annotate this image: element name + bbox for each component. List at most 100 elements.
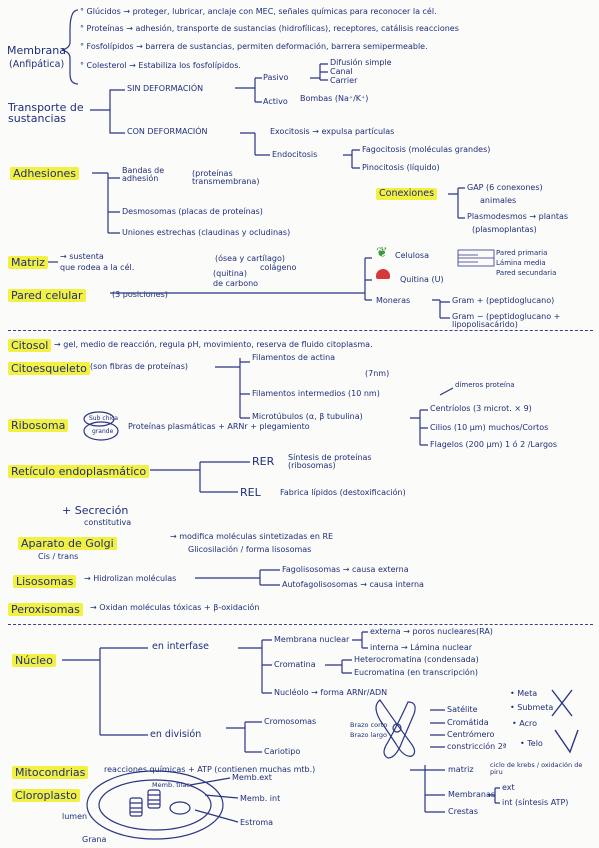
en-interfase: en interfase (152, 641, 209, 652)
gram-pos: Gram + (peptidoglucano) (452, 296, 555, 305)
difusion-simple: Difusión simple (330, 58, 392, 67)
pared-title: Pared celular (8, 289, 86, 302)
memb-tilac: Memb. tilac (152, 781, 190, 789)
cloroplasto-title: Cloroplasto (12, 789, 81, 802)
intermedios-note: dímeros proteína (455, 381, 515, 389)
gram-neg: Gram − (peptidoglucano + lipopolisacárid… (452, 312, 561, 329)
eucromatina: Eucromatina (en transcripción) (354, 668, 479, 677)
pared-primaria: Pared primaria (496, 249, 548, 257)
citosol-desc: → gel, medio de reacción, regula pH, mov… (54, 340, 373, 349)
carrier: Carrier (330, 76, 358, 85)
gap: GAP (6 conexones) (467, 183, 543, 192)
nucleolo: Nucléolo → forma ARNr/ADN (274, 688, 388, 697)
rel: REL (240, 486, 261, 499)
fagolisosomas: Fagolisosomas → causa externa (282, 565, 409, 574)
secrecion: + Secreción (62, 504, 129, 517)
lumen: lumen (62, 812, 88, 821)
mushroom-icon (376, 269, 390, 279)
conexiones: Conexiones (376, 188, 438, 200)
meta: • Meta (510, 689, 538, 698)
grana: Grana (82, 835, 107, 844)
matriz-note: (quitina) (213, 269, 247, 278)
activo: Activo (263, 97, 288, 106)
ribosoma-title: Ribosoma (8, 419, 69, 432)
fagocitosis: Fagocitosis (moléculas grandes) (362, 145, 491, 154)
mem-interna: interna → Lámina nuclear (370, 643, 473, 652)
mem-externa: externa → poros nucleares(RA) (370, 627, 493, 636)
canal: Canal (330, 67, 353, 76)
citoesqueleto-note: (son fibras de proteínas) (90, 362, 188, 371)
autofagolisosomas: Autofagolisosomas → causa interna (282, 580, 424, 589)
heterocromatina: Heterocromatina (condensada) (354, 655, 479, 664)
divider (8, 330, 593, 331)
divider (8, 624, 593, 625)
celulosa: Celulosa (395, 251, 429, 260)
pared-note: (3 posiciones) (112, 290, 168, 299)
bandas: Bandas de adhesión (122, 166, 165, 183)
sin-deformacion: SIN DEFORMACIÓN (127, 84, 204, 93)
con-deformacion: CON DEFORMACIÓN (127, 127, 208, 136)
flagelos: Flagelos (200 µm) 1 ó 2 /Largos (430, 440, 558, 449)
satelite: Satélite (447, 705, 478, 714)
bandas-note: (proteínas transmembrana) (192, 169, 260, 186)
mito-membranas: Membranas (448, 790, 496, 799)
ribosome-drawing (83, 411, 119, 441)
constriccion: constricción 2ª (447, 742, 507, 751)
citoesqueleto-title: Citoesqueleto (8, 362, 90, 375)
matriz-desc: que rodea a la cél. (60, 263, 135, 272)
filamentos-intermedios: Filamentos intermedios (10 nm) (252, 389, 380, 398)
lamina-media: Lámina media (496, 259, 546, 267)
lisosomas-desc: → Hidrolizan moléculas (84, 574, 177, 583)
membrana-item: ° Proteínas → adhesión, transporte de su… (80, 24, 459, 33)
quitina: Quitina (U) (400, 275, 444, 284)
cariotipo: Cariotipo (264, 747, 301, 756)
gap-note: animales (480, 196, 517, 205)
cilios: Cilios (10 µm) muchos/Cortos (430, 423, 549, 432)
endocitosis: Endocitosis (272, 150, 318, 159)
mito-crestas: Crestas (448, 807, 478, 816)
mito-int: int (síntesis ATP) (502, 798, 569, 807)
brazo-largo: Brazo largo (350, 731, 388, 739)
chloroplast-drawing (86, 770, 224, 840)
golgi-sub: Cis / trans (38, 552, 79, 561)
actina: Filamentos de actina (252, 353, 336, 362)
microtubulos: Microtúbulos (α, β tubulina) (252, 412, 363, 421)
desmosomas: Desmosomas (placas de proteínas) (122, 207, 263, 216)
plasmodesmos: Plasmodesmos → plantas (467, 212, 569, 221)
mitocondrias-desc: reacciones químicas + ATP (contienen muc… (104, 765, 316, 774)
ribosoma-desc: Proteínas plasmáticas + ARNr + plegamien… (128, 422, 310, 431)
membrana-nuclear: Membrana nuclear (274, 635, 350, 644)
telo: • Telo (520, 739, 543, 748)
membrana-subtitle: (Anfipática) (9, 59, 65, 70)
secrecion-sub: constitutiva (84, 518, 132, 527)
rel-note: Fabrica lípidos (destoxificación) (280, 488, 406, 497)
brazo-corto: Brazo corto (350, 721, 388, 729)
nucleo-title: Núcleo (12, 654, 56, 667)
mito-matriz-note: ciclo de krebs / oxidación de piru (490, 761, 583, 776)
mito-matriz: matriz (448, 765, 474, 774)
pasivo: Pasivo (263, 73, 289, 82)
matriz-note: colágeno (260, 263, 297, 272)
centromero: Centrómero (447, 730, 495, 739)
submeta: • Submeta (510, 703, 554, 712)
membrana-item: ° Fosfolípidos → barrera de sustancias, … (80, 42, 428, 51)
cromatida: Cromátida (447, 718, 489, 727)
membrana-item: ° Colesterol → Estabiliza los fosfolípid… (80, 61, 241, 70)
adhesiones-title: Adhesiones (10, 167, 80, 180)
exocitosis: Exocitosis → expulsa partículas (270, 127, 395, 136)
matriz-note: (ósea y cartílago) (215, 254, 285, 263)
memb-ext: Memb.ext (232, 773, 272, 782)
estroma: Estroma (240, 818, 274, 827)
uniones: Uniones estrechas (claudinas y ocludinas… (122, 228, 291, 237)
mito-ext: ext (502, 783, 515, 792)
golgi-desc: → modifica moléculas sintetizadas en RE (170, 532, 334, 541)
membrana-title: Membrana (7, 44, 66, 57)
matriz-note: de carbono (213, 279, 259, 288)
chromosome-drawing (375, 699, 416, 759)
acro: • Acro (512, 719, 537, 728)
bombas: Bombas (Na⁺/K⁺) (300, 94, 369, 103)
pinocitosis: Pinocitosis (líquido) (362, 163, 440, 172)
cromatina: Cromatina (274, 660, 316, 669)
peroxisomas-desc: → Oxidan moléculas tóxicas + β-oxidación (90, 603, 260, 612)
